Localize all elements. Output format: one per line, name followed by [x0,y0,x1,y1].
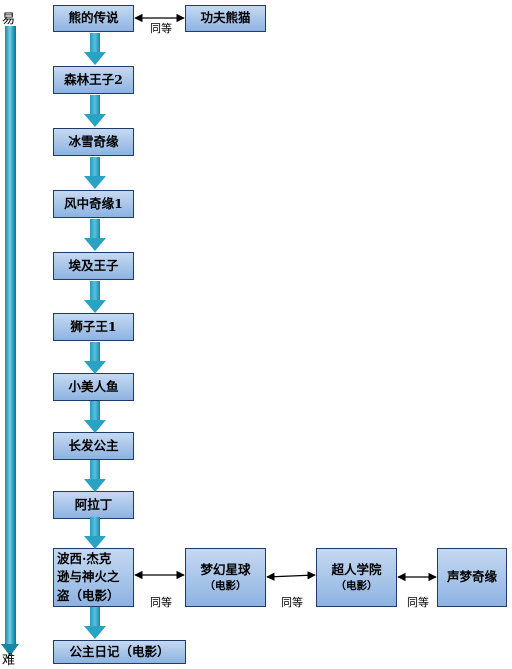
node-planet-51-sub: （电影） [204,579,247,592]
node-planet-51: 梦幻星球 （电影） [185,548,266,607]
node-lion-king-1: 狮子王1 [53,313,134,341]
relation-label-bottom-3: 同等 [407,597,429,609]
flow-arrow-8 [84,460,106,493]
flow-arrow-1 [84,33,106,66]
node-sky-high-sub: （电影） [335,579,378,592]
flow-arrow-9 [84,517,106,550]
node-sing-street: 声梦奇缘 [437,548,507,607]
difficulty-axis-arrowhead [1,644,19,656]
node-jungle-book-2: 森林王子2 [53,66,134,94]
relation-label-top: 同等 [150,23,172,35]
axis-label-hard: 难 [2,653,16,668]
axis-label-easy: 易 [2,12,16,27]
node-prince-of-egypt: 埃及王子 [53,252,134,280]
node-aladdin: 阿拉丁 [53,491,134,519]
relation-label-bottom-2: 同等 [281,597,303,609]
node-pocahontas-1: 风中奇缘1 [53,190,134,218]
node-sky-high-title: 超人学院 [331,561,382,577]
flow-arrow-10 [84,607,106,640]
node-planet-51-title: 梦幻星球 [200,561,251,577]
connector-bottom-2 [266,571,316,581]
flow-arrow-2 [84,95,106,128]
node-percy-jackson-line-1: 波西·杰克 [57,551,112,567]
flow-arrow-3 [84,157,106,190]
node-percy-jackson: 波西·杰克 逊与神火之 盗（电影） [53,548,134,607]
node-sky-high: 超人学院 （电影） [316,548,397,607]
flow-arrow-4 [84,219,106,252]
flow-arrow-5 [84,281,106,314]
node-frozen: 冰雪奇缘 [53,128,134,156]
node-percy-jackson-line-3: 盗（电影） [57,587,120,603]
node-little-mermaid: 小美人鱼 [53,373,134,401]
node-bear-legend: 熊的传说 [53,5,134,32]
flow-arrow-6 [84,342,106,375]
node-kung-fu-panda: 功夫熊猫 [185,5,266,32]
relation-label-bottom-1: 同等 [150,597,172,609]
flow-arrow-7 [84,401,106,434]
node-percy-jackson-line-2: 逊与神火之 [57,569,120,585]
difficulty-axis-bar [5,26,16,644]
node-princess-diaries: 公主日记（电影） [53,640,186,664]
